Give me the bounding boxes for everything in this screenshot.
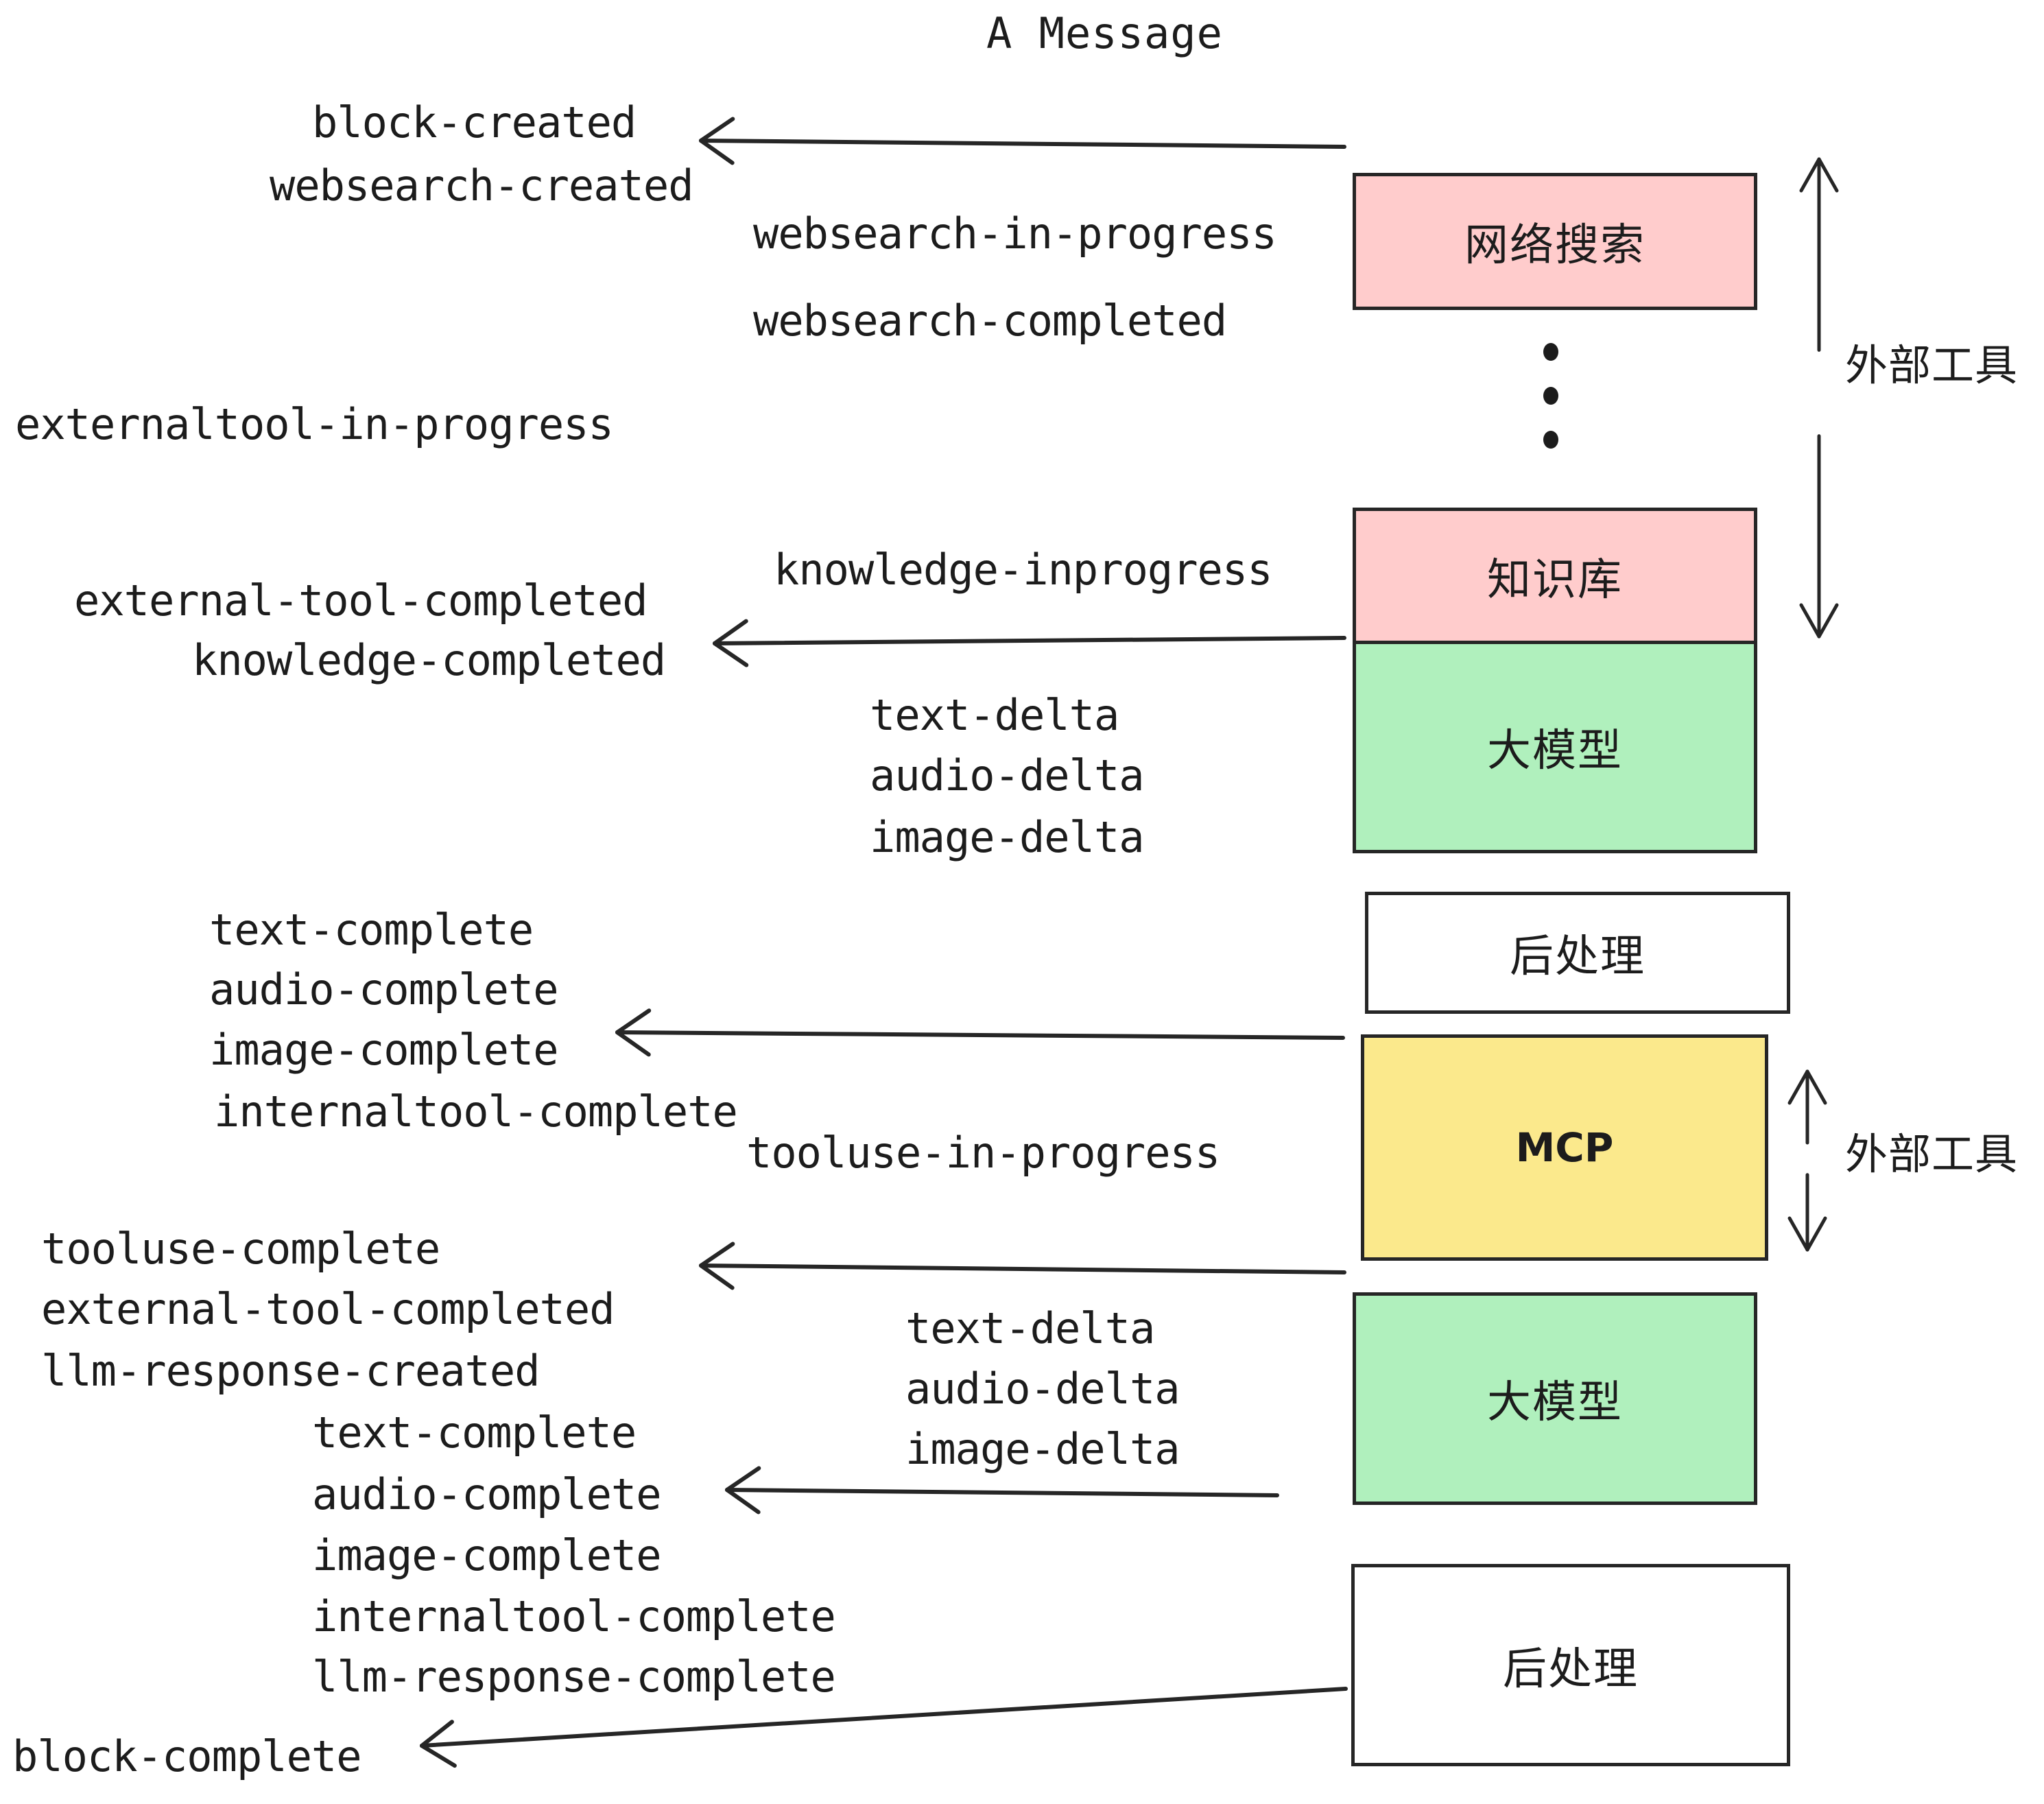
event-label-internaltool-complete-1: internaltool-complete [214,1087,738,1137]
group-label-external-tools-top: 外部工具 [1845,340,2019,390]
event-label-image-delta-2: image-delta [905,1424,1180,1474]
event-label-text-complete-2: text-complete [312,1408,637,1458]
event-label-internaltool-complete-2: internaltool-complete [312,1591,836,1641]
event-label-llm-response-complete: llm-response-complete [312,1652,836,1702]
event-label-block-created: block-created [312,97,637,147]
flow-arrows-group [420,117,1348,1768]
node-label-llm-2: 大模型 [1487,1377,1623,1428]
event-label-image-complete-2: image-complete [312,1530,662,1580]
event-label-image-complete-1: image-complete [209,1025,559,1075]
event-label-external-tool-completed-1: external-tool-completed [74,575,648,626]
node-box-postproc-1[interactable]: 后处理 [1365,892,1790,1014]
event-label-websearch-in-progress: websearch-in-progress [753,209,1277,259]
event-label-audio-delta-1: audio-delta [870,750,1145,800]
event-label-websearch-completed: websearch-completed [753,296,1227,346]
node-label-mcp: MCP [1515,1124,1614,1171]
page-title: A Message [986,8,1223,58]
ellipsis-dot [1543,343,1558,361]
flow-arrow-arrow-llm2-to-events [725,1466,1279,1515]
node-box-postproc-2[interactable]: 后处理 [1351,1564,1790,1766]
node-label-postproc-1: 后处理 [1510,931,1645,982]
flow-arrow-arrow-knowledge-to-events [713,619,1346,667]
event-label-external-tool-completed-2: external-tool-completed [41,1284,615,1334]
group-arrow-external-tools-top-arrow [1799,157,1839,639]
flow-arrow-arrow-mcp-to-events [699,1242,1346,1290]
node-label-websearch: 网络搜索 [1464,220,1645,271]
event-label-websearch-created: websearch-created [270,161,694,211]
event-label-text-delta-2: text-delta [905,1303,1155,1353]
event-label-tooluse-in-progress: tooluse-in-progress [746,1128,1220,1178]
event-label-tooluse-complete: tooluse-complete [41,1224,440,1274]
event-label-externaltool-in-progress: externaltool-in-progress [15,399,614,449]
group-label-external-tools-bottom: 外部工具 [1845,1129,2019,1179]
event-label-audio-complete-1: audio-complete [209,964,559,1014]
event-label-block-complete: block-complete [12,1731,362,1781]
node-box-knowledge[interactable]: 知识库 [1353,508,1757,645]
node-label-llm-1: 大模型 [1487,726,1623,776]
flow-arrow-arrow-websearch-to-block [699,117,1346,165]
event-label-audio-complete-2: audio-complete [312,1469,662,1519]
node-box-mcp[interactable]: MCP [1361,1034,1768,1261]
node-box-llm-2[interactable]: 大模型 [1353,1292,1757,1505]
group-arrows-group [1787,157,1839,1252]
event-label-text-complete-1: text-complete [209,905,534,955]
node-label-postproc-2: 后处理 [1503,1643,1639,1695]
event-label-llm-response-created: llm-response-created [41,1346,540,1396]
flow-arrow-arrow-postproc2-to-block [420,1687,1348,1768]
node-box-llm-1[interactable]: 大模型 [1353,641,1757,853]
node-box-websearch[interactable]: 网络搜索 [1353,173,1757,310]
group-arrow-external-tools-bottom-arrow [1787,1069,1827,1252]
flow-arrow-arrow-postproc1-to-events [615,1008,1345,1057]
ellipsis-dot [1543,431,1558,449]
ellipsis-dot [1543,387,1558,405]
node-label-knowledge: 知识库 [1487,555,1623,606]
event-label-image-delta-1: image-delta [870,812,1145,862]
event-label-audio-delta-2: audio-delta [905,1364,1180,1414]
event-label-knowledge-inprogress: knowledge-inprogress [774,545,1273,595]
event-label-knowledge-completed: knowledge-completed [192,635,666,685]
event-label-text-delta-1: text-delta [870,690,1119,740]
